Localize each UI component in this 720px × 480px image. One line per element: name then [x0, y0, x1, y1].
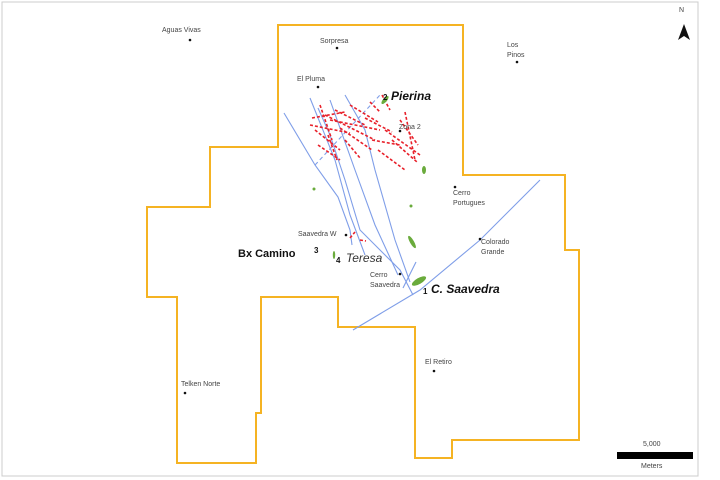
- vein-segment: [381, 94, 391, 111]
- fault-line: [314, 94, 381, 166]
- vein-segment: [384, 129, 421, 156]
- fault-line: [329, 99, 399, 276]
- vein-segment: [309, 124, 351, 134]
- vein-segment: [369, 101, 381, 113]
- outcrop: [409, 204, 413, 208]
- outcrop: [422, 166, 426, 174]
- vein-segment: [404, 111, 416, 161]
- vein-segment: [329, 119, 381, 131]
- town-label: Saavedra W: [298, 231, 337, 238]
- property-boundary: [146, 24, 580, 464]
- vein-segment: [349, 231, 356, 239]
- fault-line: [283, 112, 353, 246]
- town-label: Los Pinos: [507, 42, 525, 59]
- fault-line: [402, 261, 417, 289]
- target-number: 3: [314, 246, 319, 255]
- town-label: Cerro Saavedra: [370, 272, 400, 289]
- vein-segment: [339, 127, 373, 151]
- vein-structures: [309, 94, 421, 242]
- target-label-bx-camino: Bx Camino: [238, 248, 296, 260]
- vein-segment: [359, 239, 367, 242]
- north-label: N: [679, 7, 685, 14]
- town-label: Telken Norte: [181, 381, 221, 388]
- scale-value: 5,000: [643, 441, 661, 448]
- target-number: 2: [383, 93, 388, 102]
- outcrops: [312, 95, 427, 286]
- target-label-c-saavedra: C. Saavedra: [431, 282, 500, 296]
- town-label: El Retiro: [425, 359, 452, 366]
- north-arrow-icon: [678, 24, 690, 40]
- vein-segment: [327, 134, 338, 161]
- town-label: Zona 2: [399, 124, 421, 131]
- vein-segment: [391, 139, 418, 163]
- scale-bar: [617, 452, 693, 459]
- vein-segment: [377, 149, 406, 171]
- town-label: Cerro Portugues: [453, 190, 485, 207]
- vein-segment: [344, 139, 361, 159]
- scale-unit: Meters: [641, 463, 663, 470]
- vein-segment: [364, 117, 393, 133]
- outcrop: [381, 95, 389, 105]
- target-number: 1: [423, 287, 428, 296]
- fault-line: [309, 97, 366, 256]
- target-label-teresa: Teresa: [346, 251, 383, 265]
- town-markers: [183, 38, 519, 395]
- vein-segment: [349, 104, 379, 123]
- target-label-pierina: Pierina: [391, 89, 432, 103]
- outcrop: [408, 235, 416, 249]
- town-label: Colorado Grande: [481, 239, 510, 256]
- vein-segment: [317, 144, 341, 161]
- town-label: El Pluma: [297, 76, 326, 83]
- town-label: Sorpresa: [320, 38, 349, 45]
- town-label: Aguas Vivas: [162, 27, 201, 34]
- outcrop: [332, 251, 336, 259]
- map-frame: [1, 1, 699, 477]
- outcrop: [312, 187, 316, 191]
- vein-segment: [324, 114, 376, 141]
- outcrop: [411, 276, 427, 286]
- target-number: 4: [336, 256, 341, 265]
- vein-segment: [334, 109, 366, 126]
- vein-segment: [314, 129, 341, 151]
- vein-segment: [319, 104, 333, 141]
- fault-line: [352, 179, 541, 331]
